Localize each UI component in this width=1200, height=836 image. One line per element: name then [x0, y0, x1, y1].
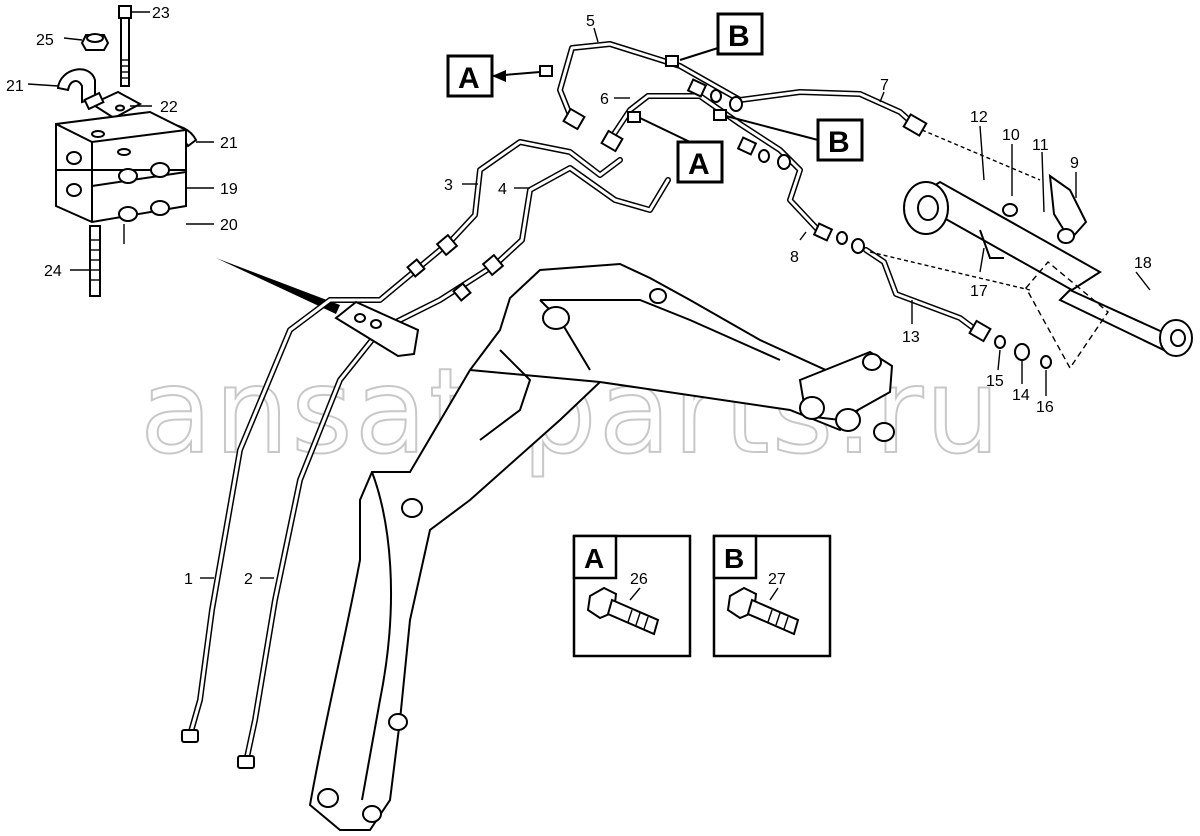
- callout-8: 8: [790, 249, 799, 266]
- boom-pivot-pin: [542, 306, 570, 330]
- bolt-head: [118, 5, 132, 19]
- bracket-a-upper: [539, 65, 553, 77]
- callout-3: 3: [444, 177, 453, 194]
- hydraulic-pipes-upper: [539, 41, 1052, 369]
- bracket-a-lower: [627, 111, 641, 123]
- bolt-shank: [120, 17, 130, 87]
- svg-text:B: B: [828, 126, 850, 159]
- callout-21-upper: 21: [6, 78, 24, 95]
- callout-leaders: [27, 11, 1151, 579]
- clamp-assembly: [55, 5, 198, 297]
- reference-box-a-left: A: [446, 54, 541, 98]
- callout-19: 19: [220, 181, 238, 198]
- svg-text:27: 27: [768, 571, 786, 588]
- callout-1: 1: [184, 571, 193, 588]
- callout-9: 9: [1070, 155, 1079, 172]
- legend-a: A 26: [572, 534, 692, 658]
- reference-box-b-top: B: [679, 12, 764, 61]
- callout-17: 17: [970, 283, 988, 300]
- bracket-b-lower: [713, 109, 727, 121]
- callout-12: 12: [970, 109, 988, 126]
- legend-b: B 27: [712, 534, 832, 658]
- stud: [89, 225, 101, 297]
- callout-18: 18: [1134, 255, 1152, 272]
- bracket-b-upper: [665, 55, 679, 67]
- svg-text:A: A: [458, 62, 480, 95]
- pipe-3: [445, 139, 623, 247]
- callout-23: 23: [152, 5, 170, 22]
- direction-arrow: [216, 258, 340, 314]
- callout-14: 14: [1012, 387, 1030, 404]
- hydraulic-cylinder: [903, 173, 1193, 370]
- callout-16: 16: [1036, 399, 1054, 416]
- pipe-4: [493, 165, 671, 267]
- callout-11: 11: [1032, 137, 1049, 154]
- boom-body: [308, 262, 862, 831]
- svg-text:B: B: [728, 20, 750, 53]
- callout-10: 10: [1002, 127, 1020, 144]
- svg-text:A: A: [688, 148, 710, 181]
- callout-15: 15: [986, 373, 1004, 390]
- reference-box-b-right: B: [725, 115, 864, 162]
- svg-text:26: 26: [630, 571, 648, 588]
- callout-25: 25: [36, 32, 54, 49]
- callout-6: 6: [600, 91, 609, 108]
- cylinder-clip: [979, 229, 1004, 259]
- dashed-rod-outline: [1025, 261, 1109, 370]
- cover-plate: [89, 90, 143, 120]
- boom: [308, 262, 895, 831]
- callout-24: 24: [44, 263, 62, 280]
- callout-2: 2: [244, 571, 253, 588]
- callout-21-lower: 21: [220, 135, 238, 152]
- callout-13: 13: [902, 329, 920, 346]
- reference-box-a-right: A: [639, 117, 724, 184]
- callout-22: 22: [160, 99, 178, 116]
- svg-text:A: A: [584, 543, 604, 574]
- cylinder-port-pipe: [1048, 173, 1088, 242]
- callout-5: 5: [586, 13, 595, 30]
- callout-20: 20: [220, 217, 238, 234]
- hydraulic-pipes-lower: [181, 139, 671, 769]
- pipe-5-7: [557, 41, 921, 131]
- callout-7: 7: [880, 77, 889, 94]
- callout-numbers: 23 25 21 22 21 19 20 24 1 2 3 4 5 6 7 8 …: [6, 5, 1152, 588]
- callout-4: 4: [498, 181, 507, 198]
- svg-text:B: B: [724, 543, 744, 574]
